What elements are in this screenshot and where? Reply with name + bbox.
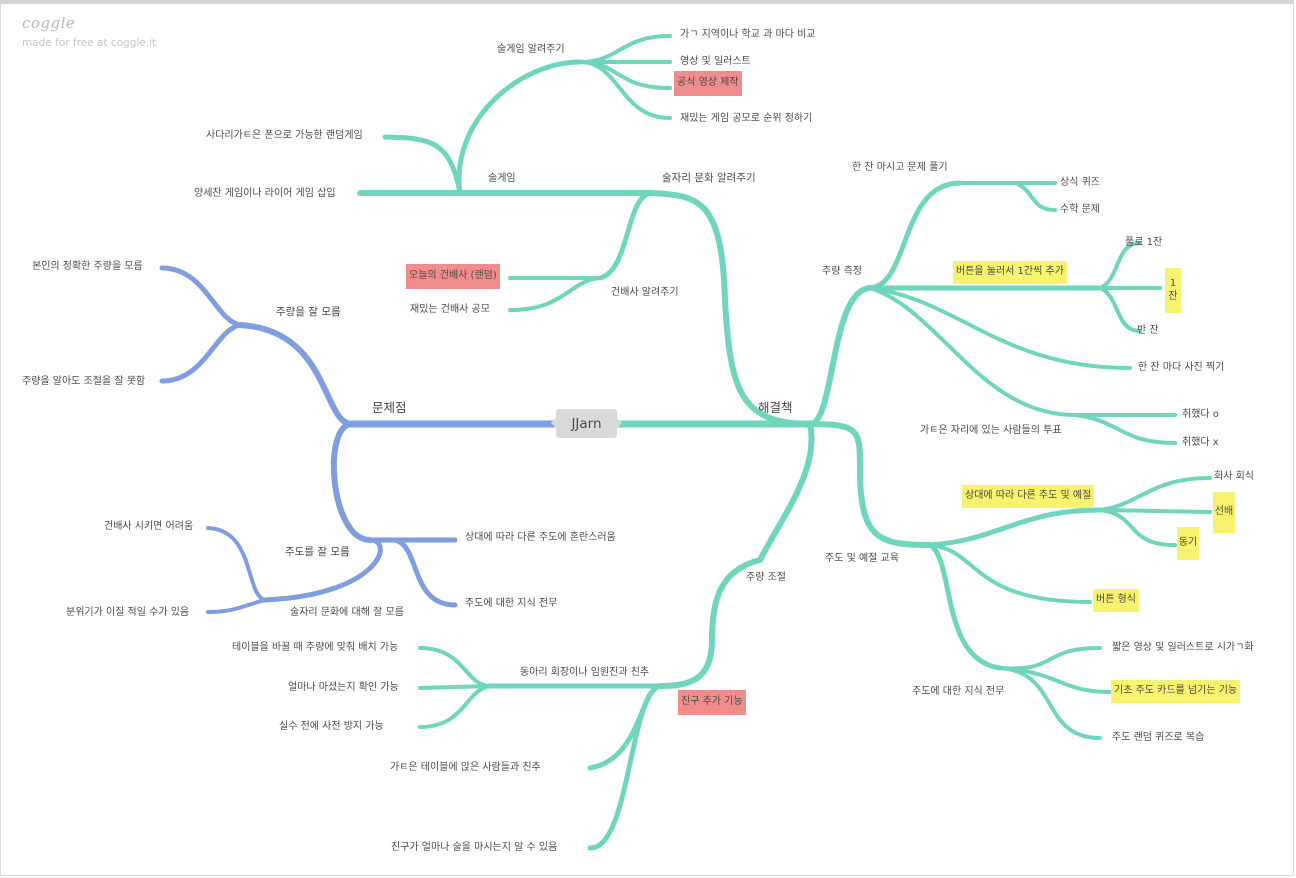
node-quiz[interactable]: 한 잔 마시고 문제 풀기 <box>852 162 948 173</box>
node-by-partner[interactable]: 상대에 따라 다른 주도 및 예절 <box>962 485 1095 508</box>
leaf-own-limit[interactable]: 본인의 정확한 주량을 모름 <box>32 261 143 272</box>
node-education[interactable]: 주도 및 예절 교육 <box>825 553 899 564</box>
node-add-button[interactable]: 버튼을 눌러서 1간씩 추가 <box>953 261 1067 284</box>
leaf-common-quiz[interactable]: 상식 퀴즈 <box>1060 177 1100 188</box>
leaf-check-amount[interactable]: 얼마나 마셨는지 확인 가능 <box>288 682 399 693</box>
leaf-one-glass[interactable]: 1잔 <box>1165 268 1181 313</box>
leaf-ladder-game[interactable]: 사다리가ㅌ은 폰으로 가능한 랜덤게임 <box>206 130 363 141</box>
leaf-peer[interactable]: 동기 <box>1177 527 1199 560</box>
node-measure[interactable]: 주량 측정 <box>822 266 862 277</box>
leaf-drunk-no[interactable]: 취했다 x <box>1182 437 1219 448</box>
leaf-liar-game[interactable]: 양세찬 게임이나 라이어 게임 삽입 <box>194 188 336 199</box>
leaf-video-illust[interactable]: 영상 및 일러스트 <box>680 56 751 67</box>
node-add-friend[interactable]: 친구 추가 기능 <box>678 690 746 715</box>
leaf-region-compare[interactable]: 가ㄱ 지역이나 학교 과 마다 비교 <box>680 29 816 40</box>
leaf-senior[interactable]: 선배 <box>1213 492 1235 533</box>
node-culture[interactable]: 술자리 문화 알려주기 <box>662 172 756 184</box>
leaf-same-table[interactable]: 가ㅌ은 테이블에 앉은 사람들과 친추 <box>390 762 541 773</box>
leaf-company-dinner[interactable]: 회사 회식 <box>1214 471 1254 482</box>
leaf-full-glass[interactable]: 풀로 1잔 <box>1125 237 1163 248</box>
node-drinking-order[interactable]: 주도를 잘 모름 <box>285 546 350 558</box>
node-drink-amount[interactable]: 주량을 잘 모름 <box>276 306 341 318</box>
node-knowledge[interactable]: 주도에 대한 지식 전무 <box>912 686 1005 697</box>
leaf-prevent[interactable]: 실수 전에 사전 방지 가능 <box>279 721 384 732</box>
coggle-watermark: coggle made for free at coggle.it <box>22 14 156 49</box>
leaf-todays-toast[interactable]: 오늘의 건배사 (랜덤) <box>406 264 500 289</box>
leaf-math[interactable]: 수학 문제 <box>1060 204 1100 215</box>
leaf-card-flip[interactable]: 기초 주도 카드를 넘기는 기능 <box>1111 680 1241 703</box>
leaf-awkward[interactable]: 분위기가 이질 적일 수가 있음 <box>66 607 190 618</box>
leaf-table-arrange[interactable]: 테이블을 바꿀 때 주량에 맞춰 배치 가능 <box>232 642 399 653</box>
node-drinking-game[interactable]: 술게임 <box>488 173 516 184</box>
leaf-culture-unknown[interactable]: 술자리 문화에 대해 잘 모름 <box>290 607 404 618</box>
node-button-style[interactable]: 버튼 형식 <box>1093 589 1139 612</box>
leaf-short-video[interactable]: 짧은 영상 및 일러스트로 시가ㄱ화 <box>1112 642 1254 653</box>
leaf-random-quiz[interactable]: 주도 랜덤 퀴즈로 복습 <box>1112 732 1205 743</box>
node-solutions[interactable]: 해결책 <box>758 400 793 415</box>
leaf-no-knowledge[interactable]: 주도에 대한 지식 전무 <box>465 598 558 609</box>
root-node[interactable]: JJarn <box>551 409 622 438</box>
node-control[interactable]: 주량 조절 <box>746 572 786 583</box>
node-vote[interactable]: 가ㅌ은 자리에 있는 사람들의 투표 <box>920 425 1062 436</box>
leaf-toast-contest[interactable]: 재밌는 건배사 공모 <box>410 304 490 315</box>
node-friends[interactable]: 동아리 회장이나 임원진과 친추 <box>520 667 650 678</box>
leaf-official-video[interactable]: 공식 영상 제작 <box>674 71 742 96</box>
leaf-toast-hard[interactable]: 건배사 시키면 어려움 <box>104 521 194 532</box>
leaf-confused[interactable]: 상대에 따라 다른 주도에 혼란스러움 <box>465 532 616 543</box>
leaf-friend-amount[interactable]: 친구가 얼마나 술을 마시는지 알 수 있음 <box>391 842 558 853</box>
coggle-logo: coggle <box>22 14 76 32</box>
node-toast[interactable]: 건배사 알려주기 <box>611 287 679 298</box>
leaf-cant-control[interactable]: 주량을 알아도 조절을 잘 못함 <box>22 376 146 387</box>
leaf-photo[interactable]: 한 잔 마다 사진 찍기 <box>1138 362 1225 373</box>
leaf-drunk-yes[interactable]: 취했다 o <box>1182 409 1219 420</box>
solution-branch-lines <box>357 34 1212 851</box>
coggle-tagline: made for free at coggle.it <box>22 37 157 49</box>
node-game-intro[interactable]: 술게임 알려주기 <box>497 44 565 55</box>
leaf-game-contest[interactable]: 재밌는 게임 공모로 순위 정하기 <box>680 113 813 124</box>
problem-branch-lines <box>159 265 560 614</box>
node-problems[interactable]: 문제점 <box>372 400 407 415</box>
leaf-half-glass[interactable]: 반 잔 <box>1137 325 1159 336</box>
